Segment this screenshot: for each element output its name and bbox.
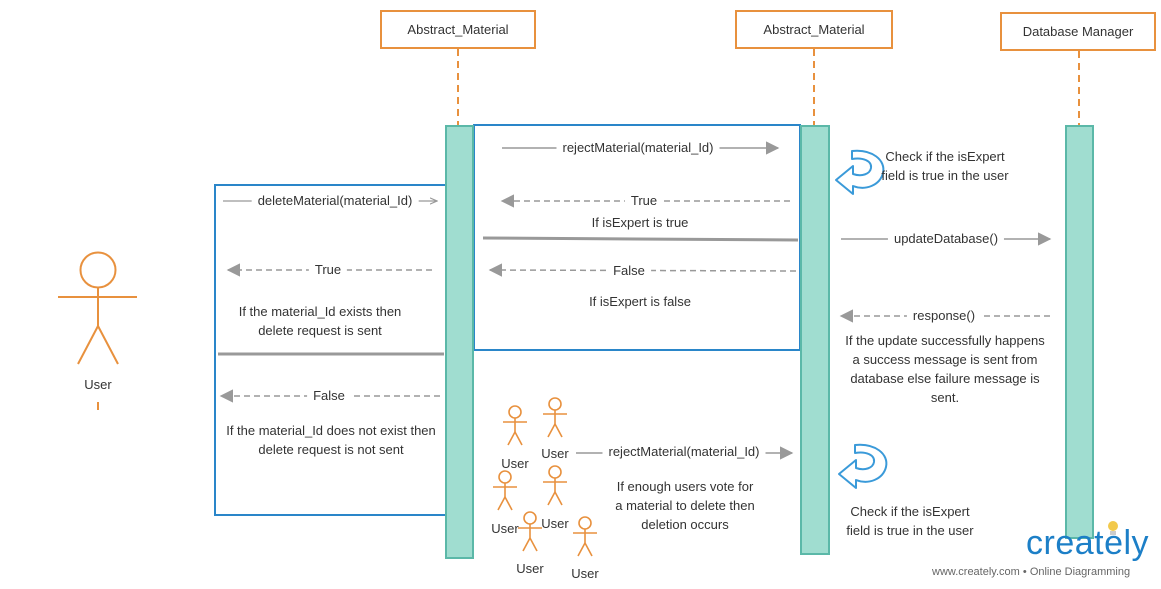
voter-label: User — [571, 566, 599, 581]
left-fragment-frame — [214, 184, 448, 516]
true-left-label: True — [308, 262, 348, 277]
lifeline-head-abstract-material-1[interactable]: Abstract_Material — [380, 10, 536, 49]
vote-note: If enough users vote for a material to d… — [615, 479, 755, 532]
response-label: response() — [906, 308, 982, 323]
voter-label: User — [501, 456, 529, 471]
check-expert-top-note: Check if the isExpert field is true in t… — [881, 149, 1009, 183]
activation-bar-1 — [445, 125, 474, 559]
voter-actor-icon — [543, 465, 567, 506]
voter-label: User — [516, 561, 544, 576]
footer-separator: • — [1022, 566, 1027, 578]
user-actor-label: User — [84, 377, 112, 392]
user-actor-figure — [58, 251, 137, 365]
voter-actors — [493, 397, 597, 557]
material-not-exist-note: If the material_Id does not exist then d… — [226, 423, 436, 457]
self-loop-bottom-icon — [838, 443, 888, 489]
if-expert-true-label: If isExpert is true — [591, 215, 689, 230]
lifeline-head-label: Database Manager — [1022, 24, 1134, 39]
lifeline-head-database-manager[interactable]: Database Manager — [1000, 12, 1156, 51]
reject-material-users-label: rejectMaterial(material_Id) — [602, 444, 766, 459]
lifeline-head-label: Abstract_Material — [763, 22, 865, 37]
self-loop-top-icon — [835, 149, 885, 195]
middle-frame-divider — [482, 236, 799, 242]
creately-footer: www.creately.com • Online Diagramming — [932, 566, 1130, 578]
update-result-note: If the update successfully happens a suc… — [845, 333, 1045, 405]
false-mid-label: False — [607, 263, 651, 278]
voter-actor-icon — [543, 397, 567, 438]
voter-label: User — [541, 446, 569, 461]
lifeline-head-abstract-material-2[interactable]: Abstract_Material — [735, 10, 893, 49]
creately-url[interactable]: www.creately.com — [932, 566, 1020, 578]
reject-material-top-label: rejectMaterial(material_Id) — [556, 140, 720, 155]
material-exists-note: If the material_Id exists then delete re… — [238, 304, 402, 338]
voter-actor-icon — [573, 516, 597, 557]
creately-tagline: Online Diagramming — [1029, 566, 1131, 578]
voter-actor-icon — [518, 511, 542, 552]
voter-actor-icon — [503, 405, 527, 446]
voter-actor-icon — [493, 470, 517, 511]
creately-bulb-icon — [1108, 521, 1118, 535]
voter-label: User — [541, 516, 569, 531]
creately-logo[interactable]: creately — [1026, 524, 1150, 562]
activation-bar-2 — [800, 125, 830, 555]
update-database-label: updateDatabase() — [887, 231, 1005, 246]
true-mid-label: True — [624, 193, 664, 208]
activation-bar-3 — [1065, 125, 1094, 539]
check-expert-bottom-note: Check if the isExpert field is true in t… — [846, 504, 974, 538]
false-left-label: False — [307, 388, 351, 403]
voter-label: User — [491, 521, 519, 536]
if-expert-false-label: If isExpert is false — [589, 294, 691, 309]
lifeline-head-label: Abstract_Material — [407, 22, 509, 37]
delete-material-label: deleteMaterial(material_Id) — [251, 193, 419, 208]
